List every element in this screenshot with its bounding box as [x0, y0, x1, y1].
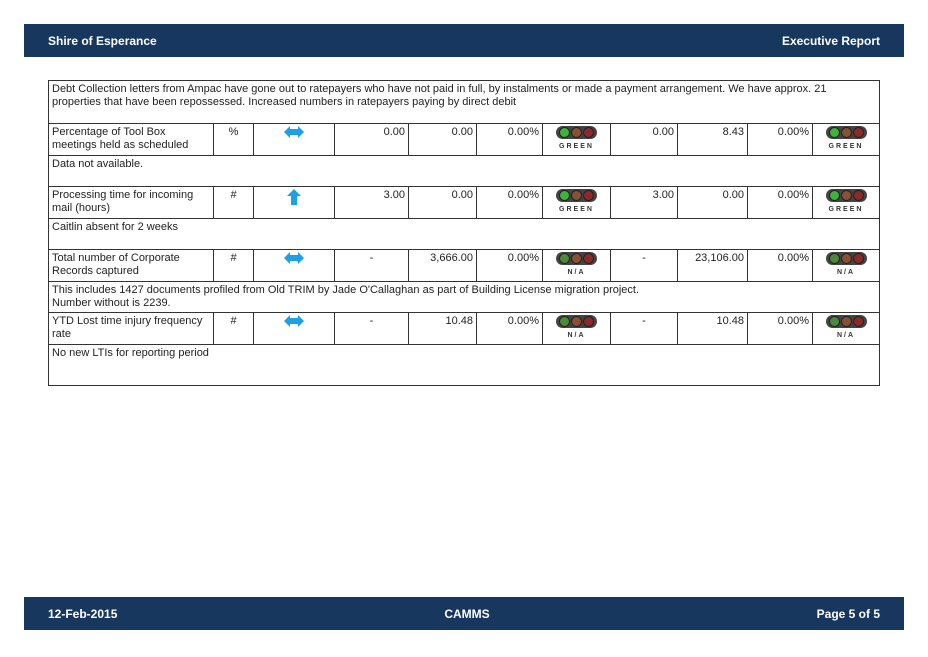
- value-5: 8.43: [677, 123, 748, 156]
- traffic-light-icon: N/A: [556, 252, 597, 279]
- value-1: -: [334, 312, 409, 345]
- page-number: Page 5 of 5: [816, 606, 880, 621]
- value-2: 0.00: [408, 186, 477, 219]
- value-5: 10.48: [677, 312, 748, 345]
- value-6: 0.00%: [747, 123, 813, 156]
- value-6: 0.00%: [747, 312, 813, 345]
- value-3: 0.00%: [476, 123, 543, 156]
- comment-row: This includes 1427 documents profiled fr…: [48, 281, 880, 313]
- value-2: 3,666.00: [408, 249, 477, 282]
- steady-icon: [284, 315, 304, 327]
- trend-cell: [253, 249, 335, 282]
- status-1: GREEN: [542, 123, 611, 156]
- status-label: GREEN: [559, 206, 594, 213]
- report-title: Executive Report: [781, 33, 880, 48]
- unit: #: [213, 312, 254, 345]
- status-2: GREEN: [812, 123, 880, 156]
- page-footer: 12-Feb-2015 CAMMS Page 5 of 5: [24, 597, 904, 630]
- status-label: GREEN: [828, 206, 864, 213]
- measure-name: Percentage of Tool Box meetings held as …: [48, 123, 214, 156]
- traffic-light-icon: GREEN: [556, 126, 597, 153]
- measure-name: Total number of Corporate Records captur…: [48, 249, 214, 282]
- status-label: N/A: [836, 269, 856, 276]
- value-4: 3.00: [610, 186, 678, 219]
- value-3: 0.00%: [476, 312, 543, 345]
- value-2: 10.48: [408, 312, 477, 345]
- value-3: 0.00%: [476, 249, 543, 282]
- traffic-light-icon: N/A: [556, 315, 597, 342]
- value-5: 23,106.00: [677, 249, 748, 282]
- traffic-light-icon: GREEN: [825, 126, 867, 153]
- comment-row: No new LTIs for reporting period: [48, 344, 880, 386]
- value-2: 0.00: [408, 123, 477, 156]
- org-title: Shire of Esperance: [48, 33, 157, 48]
- table-row: YTD Lost time injury frequency rate # - …: [48, 312, 880, 345]
- report-date: 12-Feb-2015: [48, 606, 118, 621]
- status-label: N/A: [567, 269, 586, 276]
- footer-brand: CAMMS: [444, 606, 490, 621]
- value-6: 0.00%: [747, 186, 813, 219]
- status-1: N/A: [542, 249, 611, 282]
- status-label: GREEN: [828, 143, 864, 150]
- unit: #: [213, 249, 254, 282]
- value-4: 0.00: [610, 123, 678, 156]
- table-row: Total number of Corporate Records captur…: [48, 249, 880, 282]
- table-row: Processing time for incoming mail (hours…: [48, 186, 880, 219]
- value-1: 0.00: [334, 123, 409, 156]
- status-2: N/A: [812, 312, 880, 345]
- status-1: N/A: [542, 312, 611, 345]
- trend-cell: [253, 123, 335, 156]
- arrow-up-icon: [287, 189, 301, 205]
- value-5: 0.00: [677, 186, 748, 219]
- value-4: -: [610, 312, 678, 345]
- steady-icon: [284, 126, 304, 138]
- status-2: GREEN: [812, 186, 880, 219]
- kpi-table: Debt Collection letters from Ampac have …: [48, 80, 880, 386]
- traffic-light-icon: GREEN: [825, 189, 867, 216]
- comment-row: Caitlin absent for 2 weeks: [48, 218, 880, 250]
- traffic-light-icon: N/A: [825, 252, 867, 279]
- comment-row: Data not available.: [48, 155, 880, 187]
- status-2: N/A: [812, 249, 880, 282]
- page-header: Shire of Esperance Executive Report: [24, 24, 904, 57]
- trend-cell: [253, 312, 335, 345]
- traffic-light-icon: GREEN: [556, 189, 597, 216]
- unit: %: [213, 123, 254, 156]
- status-label: N/A: [836, 332, 856, 339]
- value-1: 3.00: [334, 186, 409, 219]
- status-label: GREEN: [559, 143, 594, 150]
- trend-cell: [253, 186, 335, 219]
- measure-name: Processing time for incoming mail (hours…: [48, 186, 214, 219]
- steady-icon: [284, 252, 304, 264]
- comment-row: Debt Collection letters from Ampac have …: [48, 80, 880, 124]
- table-row: Percentage of Tool Box meetings held as …: [48, 123, 880, 156]
- value-4: -: [610, 249, 678, 282]
- measure-name: YTD Lost time injury frequency rate: [48, 312, 214, 345]
- status-1: GREEN: [542, 186, 611, 219]
- status-label: N/A: [567, 332, 586, 339]
- value-6: 0.00%: [747, 249, 813, 282]
- traffic-light-icon: N/A: [825, 315, 867, 342]
- unit: #: [213, 186, 254, 219]
- value-3: 0.00%: [476, 186, 543, 219]
- value-1: -: [334, 249, 409, 282]
